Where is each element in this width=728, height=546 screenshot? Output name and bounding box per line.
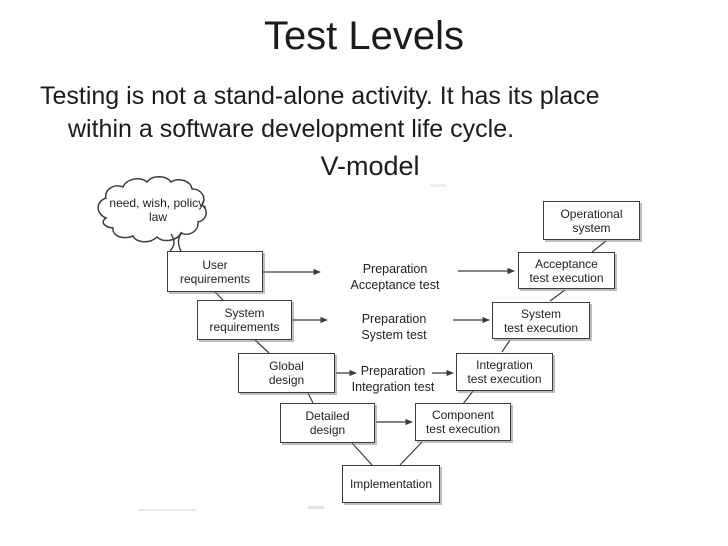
connector-acceptance-to-operational [591, 240, 607, 253]
box-label: Acceptance [535, 256, 598, 271]
box-label: Global [269, 359, 304, 373]
box-label: requirements [209, 320, 280, 334]
box-label: test execution [529, 270, 604, 285]
label-preparation-integration-test: Preparation Integration test [333, 364, 453, 395]
slide-body-text: Testing is not a stand-alone activity. I… [40, 80, 700, 146]
cloud-tail [169, 233, 175, 252]
body-line-2: within a software development life cycle… [68, 115, 515, 143]
box-global-design: Global design [238, 353, 335, 393]
label-preparation-system-test: Preparation System test [334, 312, 454, 343]
scan-artifact [430, 184, 446, 187]
box-label: User [202, 257, 228, 272]
box-integration-test-execution: Integration test execution [456, 353, 553, 391]
box-implementation: Implementation [342, 465, 440, 503]
box-label: Component [431, 408, 495, 422]
box-label: Operational [560, 206, 623, 221]
body-line-1: Testing is not a stand-alone activity. I… [40, 82, 600, 110]
box-label: test execution [425, 422, 501, 436]
connector-integration-to-system-exec [501, 339, 511, 353]
box-component-test-execution: Component test execution [415, 403, 511, 441]
label-line: Acceptance test [350, 277, 440, 292]
box-acceptance-test-execution: Acceptance test execution [518, 252, 615, 289]
box-label: test execution [503, 320, 579, 335]
connector-implementation-to-component [399, 441, 423, 466]
scan-artifact [138, 509, 196, 511]
label-line: Preparation [360, 364, 426, 378]
box-label: design [268, 373, 305, 387]
label-line: Preparation [362, 262, 428, 276]
v-model-label: V-model [320, 151, 420, 181]
box-label: System [224, 306, 265, 320]
box-label: requirements [179, 271, 251, 286]
cloud-shape [97, 176, 207, 243]
box-system-requirements: System requirements [197, 300, 292, 340]
label-line: Preparation [361, 312, 427, 326]
box-label: test execution [467, 372, 542, 386]
connector-component-to-integration [462, 390, 474, 405]
cloud-note: need, wish, policy, law [105, 196, 211, 224]
label-line: System test [361, 327, 427, 342]
connector-user-to-system-req [214, 291, 224, 301]
cloud-note-line-2: policy, law [148, 196, 207, 224]
connector-system-exec-to-acceptance [549, 289, 566, 302]
cloud-note-line-1: need, wish, [109, 196, 171, 210]
connector-system-req-to-global [254, 339, 270, 354]
connector-global-to-detailed [307, 392, 314, 404]
box-detailed-design: Detailed design [280, 403, 375, 443]
box-operational-system: Operational system [543, 201, 640, 240]
slide-title: Test Levels [263, 14, 465, 58]
box-user-requirements: User requirements [167, 251, 263, 292]
label-line: Integration test [351, 379, 435, 394]
box-label: system [572, 220, 611, 235]
connector-detailed-to-implementation [351, 442, 373, 466]
box-label: System [520, 306, 561, 321]
label-preparation-acceptance-test: Preparation Acceptance test [335, 262, 455, 293]
box-system-test-execution: System test execution [492, 302, 590, 339]
box-label: Integration [476, 358, 533, 372]
box-label: Detailed [305, 409, 350, 423]
scan-artifact [308, 506, 324, 509]
box-label: Implementation [349, 477, 433, 491]
box-label: design [309, 423, 346, 437]
cloud-tail [177, 231, 183, 252]
